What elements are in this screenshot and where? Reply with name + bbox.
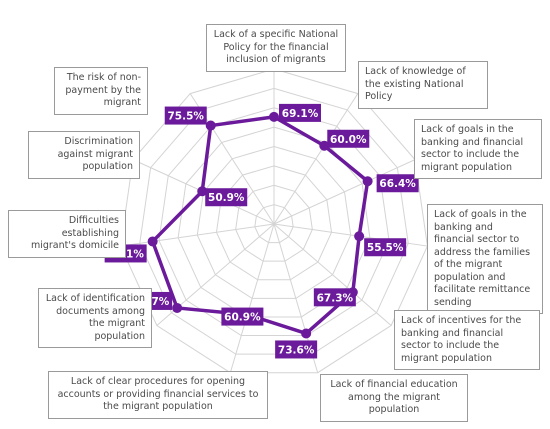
category-box-domicile: Difficulties establishing migrant's domi… — [8, 210, 126, 258]
grid-spoke — [273, 159, 416, 225]
value-label: 55.5% — [364, 238, 407, 257]
category-box-discrimination: Discrimination against migrant populatio… — [28, 131, 140, 179]
value-label-text: 60.0% — [330, 134, 367, 146]
value-label-box — [376, 174, 419, 193]
data-point — [301, 328, 312, 339]
value-label: 67.3% — [313, 288, 356, 307]
value-label-box — [327, 129, 370, 148]
data-point — [205, 120, 216, 131]
grid-ring — [158, 107, 390, 337]
value-label: 66.4% — [376, 174, 419, 193]
grid-spoke — [120, 223, 275, 247]
data-point — [197, 186, 208, 197]
value-label-text: 60.9% — [224, 312, 261, 324]
value-label: 75.5% — [164, 106, 207, 125]
data-point — [269, 111, 279, 122]
grid-spoke — [273, 93, 359, 225]
data-point — [354, 231, 365, 242]
grid-ring — [139, 87, 409, 355]
series-line — [150, 115, 370, 336]
grid-spoke — [273, 223, 392, 326]
data-point — [147, 236, 158, 247]
category-box-clear-procedures: Lack of clear procedures for opening acc… — [48, 371, 268, 419]
grid-ring — [120, 68, 428, 374]
value-label-box — [164, 106, 207, 125]
value-label: 50.9% — [205, 188, 248, 207]
category-box-financial-education: Lack of financial education among the mi… — [320, 374, 468, 422]
value-label-box — [275, 340, 318, 359]
category-box-goals-families-remittance: Lack of goals in the banking and financi… — [427, 204, 543, 315]
grid-ring — [196, 145, 352, 299]
data-point — [319, 140, 330, 151]
category-box-non-payment: The risk of non-payment by the migrant — [54, 67, 148, 115]
value-label-box — [221, 307, 264, 326]
value-label: 60.0% — [327, 129, 370, 148]
data-point — [172, 302, 183, 313]
value-label-box — [279, 103, 321, 122]
category-box-goals-include: Lack of goals in the banking and financi… — [414, 119, 542, 180]
value-label: 60.9% — [221, 307, 264, 326]
value-label-text: 73.6% — [278, 344, 315, 356]
value-label-box — [205, 188, 248, 207]
category-box-national-policy: Lack of a specific National Policy for t… — [206, 24, 346, 72]
value-label-box — [313, 288, 356, 307]
category-box-identification-documents: Lack of identification documents among t… — [38, 288, 152, 349]
value-label-text: 50.9% — [208, 192, 245, 204]
grid-spoke — [229, 223, 275, 373]
value-label: 73.6% — [275, 340, 318, 359]
value-label-text: 75.5% — [168, 111, 205, 123]
value-label-box — [364, 238, 407, 257]
category-box-incentives: Lack of incentives for the banking and f… — [394, 310, 540, 371]
data-point — [362, 176, 373, 187]
grid-ring — [254, 204, 294, 244]
value-label: 69.1% — [279, 103, 321, 122]
value-label-text: 67.3% — [317, 292, 354, 304]
value-label-text: 69.1% — [282, 108, 319, 120]
category-box-knowledge-policy: Lack of knowledge of the existing Nation… — [358, 61, 488, 109]
value-label-text: 55.5% — [367, 242, 404, 254]
value-label-text: 66.4% — [379, 178, 416, 190]
grid-ring — [177, 126, 371, 318]
value-labels: 69.1%60.0%66.4%55.5%67.3%73.6%60.9%82.7%… — [104, 103, 419, 359]
